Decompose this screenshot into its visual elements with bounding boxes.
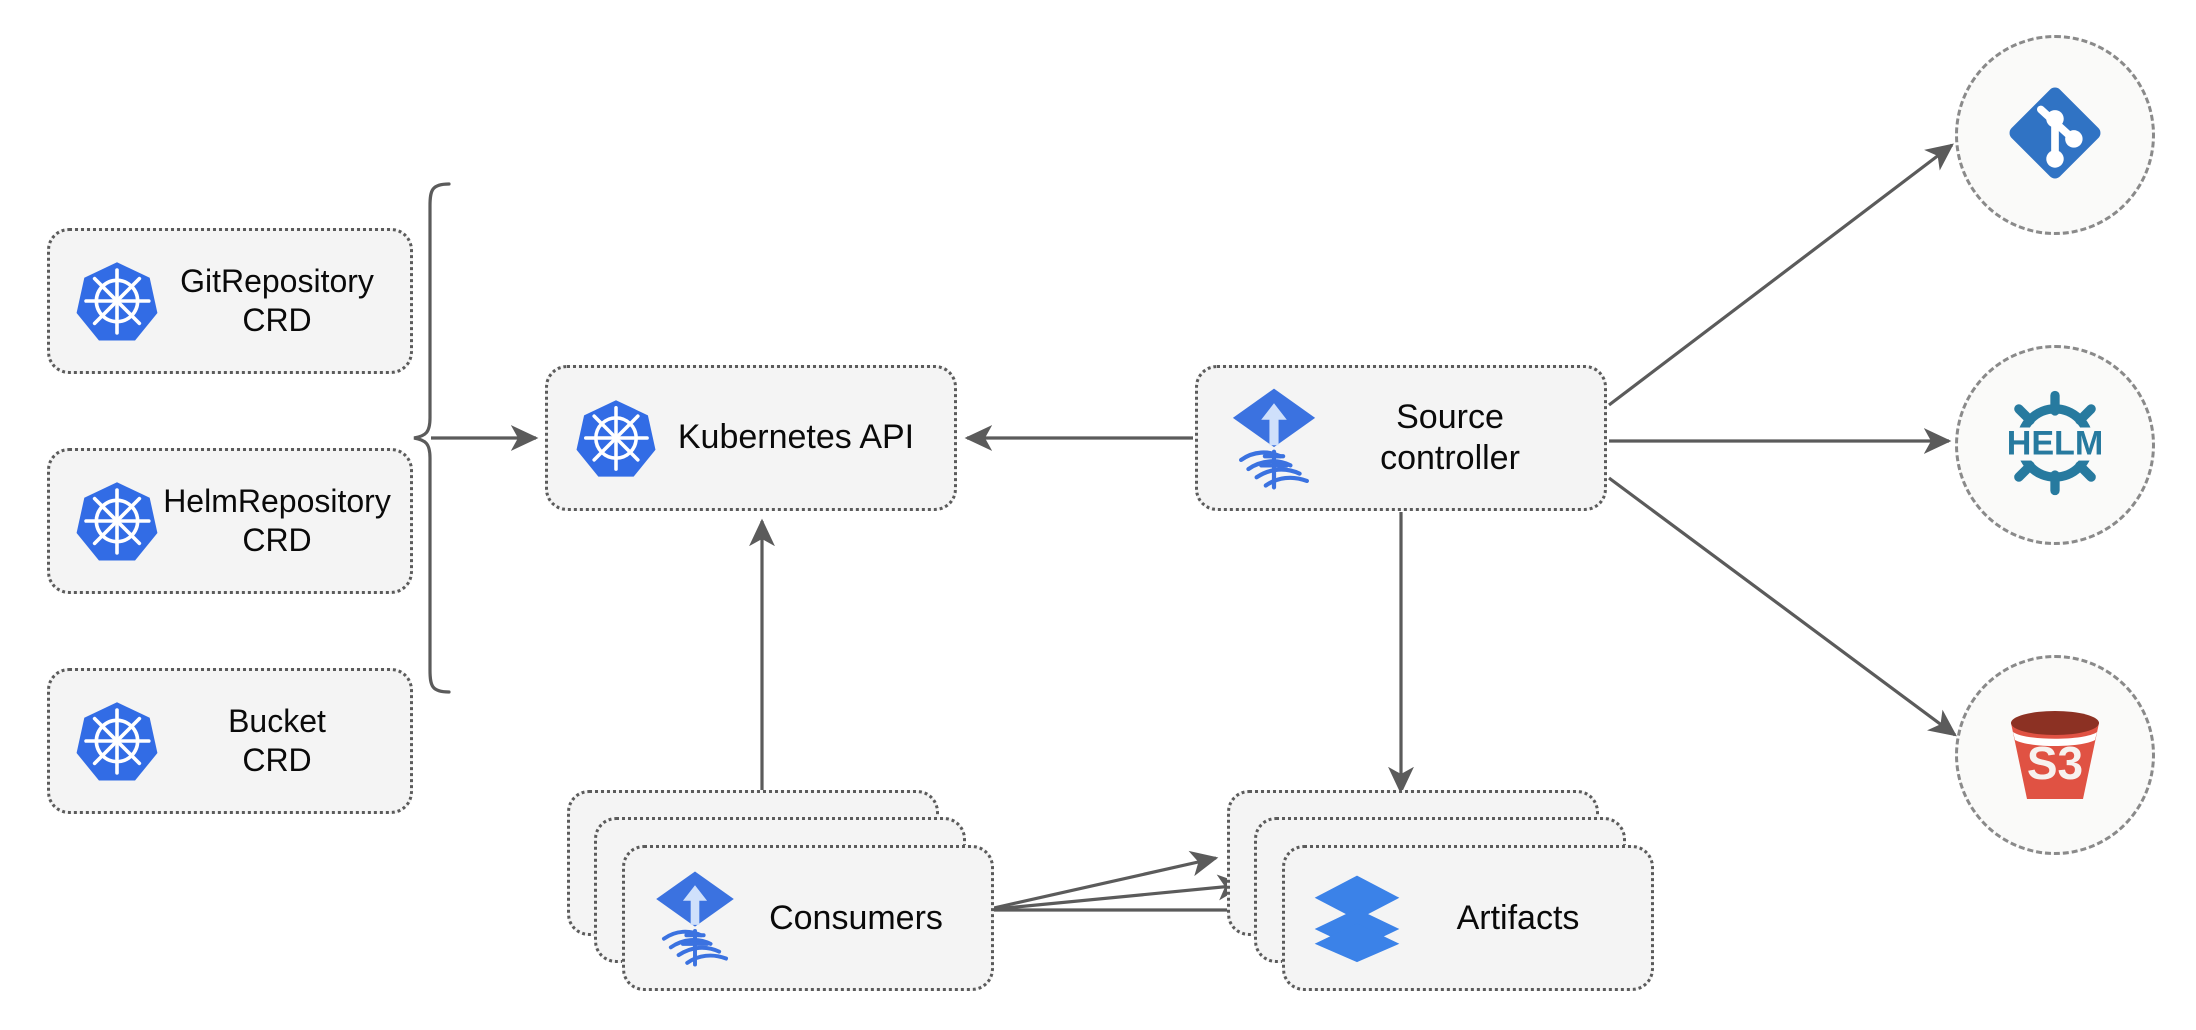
kubernetes-icon: [574, 396, 658, 480]
consumers-stack-sheet-front[interactable]: Consumers: [622, 845, 994, 991]
node-label: HelmRepository CRD: [163, 482, 391, 558]
node-label: GitRepository CRD: [180, 262, 374, 338]
helm-icon: HELM: [1993, 381, 2117, 510]
node-kubernetes-api[interactable]: Kubernetes API: [545, 365, 957, 511]
node-git-source[interactable]: [1955, 35, 2155, 235]
node-helm-source[interactable]: HELM: [1955, 345, 2155, 545]
node-label: Bucket CRD: [228, 702, 326, 778]
s3-icon: S3: [1995, 693, 2115, 818]
layers-icon: [1311, 872, 1403, 964]
artifacts-stack-sheet-front[interactable]: Artifacts: [1282, 845, 1654, 991]
crd-group-brace: [413, 182, 451, 694]
flux-icon: [1228, 385, 1320, 491]
edge-source-controller-to-git: [1608, 143, 1954, 407]
node-label: Artifacts: [1456, 898, 1580, 937]
edge-consumers-to-artifacts-1: [984, 850, 1219, 912]
kubernetes-icon: [74, 258, 160, 344]
node-label: Kubernetes API: [677, 418, 915, 457]
helm-label: HELM: [2007, 424, 2104, 462]
s3-label: S3: [2027, 737, 2083, 789]
node-helmrepository-crd[interactable]: HelmRepository CRD: [47, 448, 413, 594]
node-bucket-crd[interactable]: Bucket CRD: [47, 668, 413, 814]
node-gitrepository-crd[interactable]: GitRepository CRD: [47, 228, 413, 374]
edge-consumers-to-artifacts-2: [984, 874, 1246, 912]
edge-source-controller-to-s3: [1608, 476, 1957, 737]
node-label: Source controller: [1380, 397, 1520, 477]
node-label: Consumers: [769, 898, 943, 937]
git-icon: [1996, 74, 2114, 197]
kubernetes-icon: [74, 478, 160, 564]
node-source-controller[interactable]: Source controller: [1195, 365, 1607, 511]
node-s3-source[interactable]: S3: [1955, 655, 2155, 855]
kubernetes-icon: [74, 698, 160, 784]
flux-icon: [651, 868, 739, 968]
